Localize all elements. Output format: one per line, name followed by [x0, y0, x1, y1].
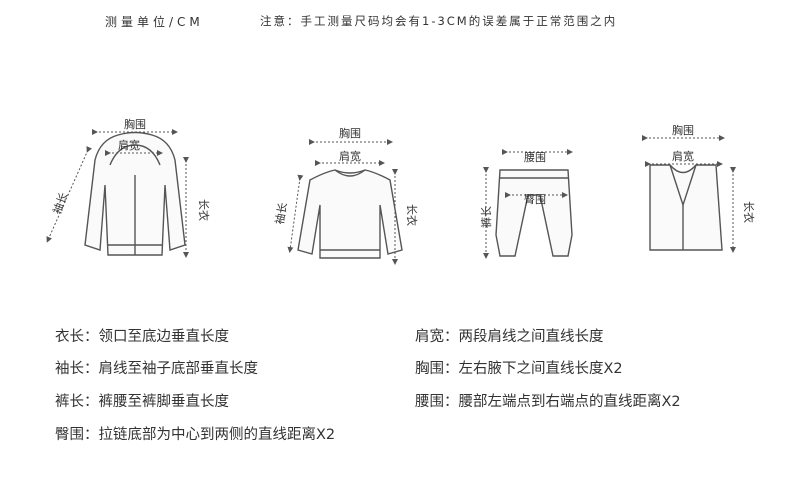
vest-figure: [642, 135, 736, 253]
measurement-diagrams: 胸围 肩宽 袖长 长衣 胸围 肩宽 袖长 长衣 腰围 臀围 裤长: [46, 117, 756, 265]
definition-right-2: 胸围：左右腋下之间直线长度X2: [415, 361, 623, 377]
vest-length-label: 长衣: [742, 201, 756, 223]
definition-left-2: 袖长：肩线至袖子底部垂直长度: [55, 361, 258, 377]
sweater-sleeve-label: 袖长: [272, 201, 290, 225]
sweater-chest-label: 胸围: [339, 126, 361, 140]
measurement-note: 注意：手工测量尺码均会有1-3CM的误差属于正常范围之内: [260, 14, 618, 28]
sweater-length-label: 长衣: [405, 204, 419, 226]
jacket-shoulder-label: 肩宽: [118, 138, 140, 152]
definition-left-4: 臀围：拉链底部为中心到两侧的直线距离X2: [55, 427, 336, 443]
definition-right-1: 肩宽：两段肩线之间直线长度: [415, 329, 604, 345]
pants-length-label: 裤长: [479, 206, 493, 228]
sweater-shoulder-label: 肩宽: [339, 149, 361, 163]
definition-left-1: 衣长：领口至底边垂直长度: [55, 329, 229, 345]
jacket-length-label: 长衣: [197, 199, 211, 221]
definition-right-3: 腰围：腰部左端点到右端点的直线距离X2: [415, 394, 681, 410]
jacket-figure: [46, 129, 189, 258]
jacket-sleeve-label: 袖长: [50, 191, 71, 216]
vest-shoulder-label: 肩宽: [672, 149, 694, 163]
sweater-figure: [287, 139, 403, 265]
pants-hip-label: 臀围: [524, 193, 546, 206]
jacket-chest-label: 胸围: [124, 117, 146, 131]
pants-figure: [483, 149, 573, 259]
unit-header: 测量单位/CM: [105, 15, 204, 29]
vest-chest-label: 胸围: [672, 123, 694, 137]
definition-left-3: 裤长：裤腰至裤脚垂直长度: [55, 394, 229, 410]
pants-waist-label: 腰围: [524, 151, 546, 164]
